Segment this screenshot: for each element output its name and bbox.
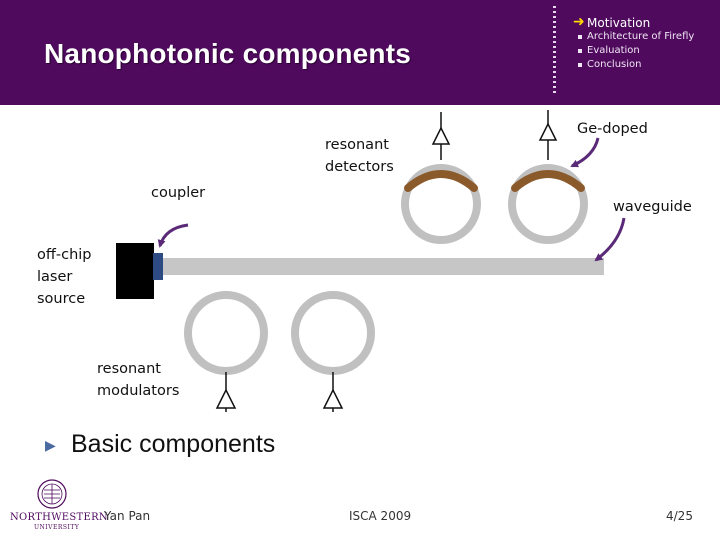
label-laser-source: off-chip laser source [37, 247, 92, 307]
nav-item-architecture[interactable]: Architecture of Firefly [575, 30, 694, 44]
detector-ring-1 [401, 164, 481, 244]
nav-item-conclusion[interactable]: Conclusion [575, 58, 694, 72]
ge-doped-arc-2 [511, 170, 585, 192]
nav-current-label: Motivation [587, 16, 651, 30]
bullet-text: Basic components [71, 430, 276, 458]
coupler-arrow [157, 223, 189, 248]
slide-title: Nanophotonic components [44, 38, 412, 69]
logo-wordmark: NORTHWESTERN [10, 512, 108, 523]
header-divider [553, 6, 556, 94]
outline-nav: ➜ Motivation Architecture of Firefly Eva… [573, 14, 694, 72]
nav-item-evaluation[interactable]: Evaluation [575, 44, 694, 58]
label-coupler: coupler [151, 185, 206, 201]
modulator-triangle-1 [215, 388, 237, 409]
arrow-right-icon: ➜ [573, 14, 585, 30]
label-resonant-modulators: resonant modulators [97, 361, 180, 399]
footer-page-number: 4/25 [666, 509, 693, 523]
footer-venue: ISCA 2009 [349, 509, 412, 523]
ge-doped-arrow [570, 137, 600, 168]
label-resonant-detectors: resonant detectors [325, 137, 394, 175]
modulator-ring-2 [291, 291, 375, 375]
ge-doped-arc-1 [404, 170, 478, 192]
waveguide-bar [152, 258, 604, 275]
detector-triangle-2 [538, 122, 558, 141]
nav-current-section[interactable]: ➜ Motivation [573, 14, 694, 30]
waveguide-arrow [594, 217, 626, 262]
triangle-bullet-icon: ▶ [45, 438, 56, 454]
laser-source-block [116, 243, 154, 299]
label-waveguide: waveguide [613, 199, 692, 215]
label-ge-doped: Ge-doped [577, 121, 648, 137]
detector-ring-2 [508, 164, 588, 244]
detector-triangle-1 [431, 126, 451, 145]
modulator-ring-1 [184, 291, 268, 375]
university-logo-icon [37, 479, 67, 509]
modulator-triangle-2 [322, 388, 344, 409]
footer-author: Yan Pan [104, 509, 151, 523]
header-banner: Nanophotonic components ➜ Motivation Arc… [0, 0, 720, 105]
logo-subtext: UNIVERSITY [34, 524, 80, 531]
coupler-block [153, 253, 163, 280]
